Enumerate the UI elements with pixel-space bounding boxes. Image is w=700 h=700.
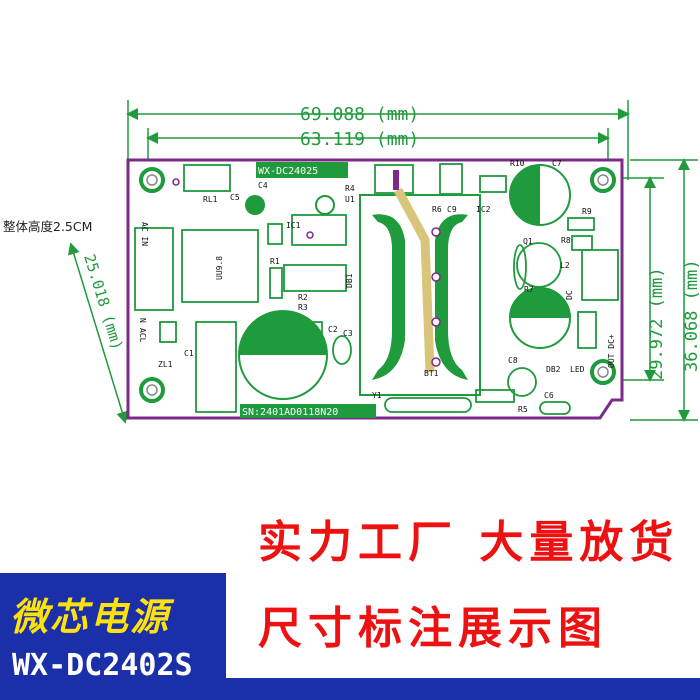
- slogan-line-1: 实力工厂 大量放货: [258, 517, 680, 568]
- label-c5: C5: [230, 193, 240, 202]
- label-l2: L2: [560, 261, 570, 270]
- pcb-board: WX-DC24025 SN:2401AD0118N20: [126, 158, 624, 420]
- total-height-dimension: [630, 158, 698, 422]
- label-c2: C2: [328, 325, 338, 334]
- label-c4: C4: [258, 181, 268, 190]
- label-acl: ACL: [138, 328, 147, 343]
- label-r8: R8: [561, 236, 571, 245]
- label-ic1: IC1: [286, 221, 301, 230]
- label-led: LED: [570, 365, 585, 374]
- label-bt1: BT1: [424, 369, 439, 378]
- label-q1: Q1: [523, 237, 533, 246]
- label-db2: DB2: [546, 365, 561, 374]
- label-r4: R4: [345, 184, 355, 193]
- label-c6: C6: [544, 391, 554, 400]
- overall-height-note: 整体高度2.5CM: [3, 219, 93, 234]
- slogan-line-2: 尺寸标注展示图: [258, 603, 608, 654]
- capacitor-c8: [509, 287, 571, 349]
- brand-name: 微芯电源: [10, 594, 171, 639]
- inner-height-dimension: [620, 176, 664, 382]
- label-c8: C8: [508, 356, 518, 365]
- label-r7: R7: [524, 285, 534, 294]
- total-width-label: 69.088 (mm): [300, 104, 419, 125]
- label-dc: DC: [565, 290, 574, 300]
- capacitor-c7: [509, 164, 571, 226]
- label-c7: C7: [552, 159, 562, 168]
- label-n: N: [138, 318, 147, 323]
- capacitor-c5: [245, 195, 335, 215]
- mounting-holes: [139, 167, 616, 403]
- pcb-serial-label: SN:2401AD0118N20: [242, 407, 338, 418]
- label-ac-in: AC IN: [140, 222, 149, 246]
- pcb-model-label: WX-DC24025: [258, 166, 318, 177]
- label-ic2: IC2: [476, 205, 491, 214]
- label-rl1: RL1: [203, 195, 218, 204]
- label-y1: Y1: [372, 391, 382, 400]
- label-r9: R9: [582, 207, 592, 216]
- inner-height-label: 29.972 (mm): [647, 267, 667, 380]
- label-r1: R1: [270, 257, 280, 266]
- label-db1: DB1: [345, 273, 354, 288]
- label-r3: R3: [298, 303, 308, 312]
- label-uu98: UU9.8: [215, 256, 224, 280]
- left-offset-label: 25.018 (mm): [80, 252, 126, 352]
- dimension-diagram: 69.088 (mm) 63.119 (mm) 29.972 (mm) 36.0…: [68, 100, 700, 424]
- label-r5: R5: [518, 405, 528, 414]
- inner-width-label: 63.119 (mm): [300, 129, 419, 150]
- label-u1: U1: [345, 195, 355, 204]
- brand-panel: [0, 573, 226, 700]
- label-c9: C9: [447, 205, 457, 214]
- bottom-color-strip: [226, 678, 700, 700]
- brand-model: WX-DC2402S: [12, 648, 193, 683]
- label-out-dc: OUT DC+: [607, 334, 616, 368]
- total-height-label: 36.068 (mm): [682, 259, 700, 372]
- label-r6: R6: [432, 205, 442, 214]
- left-offset-dimension: [68, 242, 128, 424]
- label-zl1: ZL1: [158, 360, 173, 369]
- transformer-traces: [372, 214, 468, 380]
- capacitor-c1: [238, 310, 328, 400]
- label-r10: R10: [510, 159, 525, 168]
- label-c1: C1: [184, 349, 194, 358]
- label-r2: R2: [298, 293, 308, 302]
- label-c3: C3: [343, 329, 353, 338]
